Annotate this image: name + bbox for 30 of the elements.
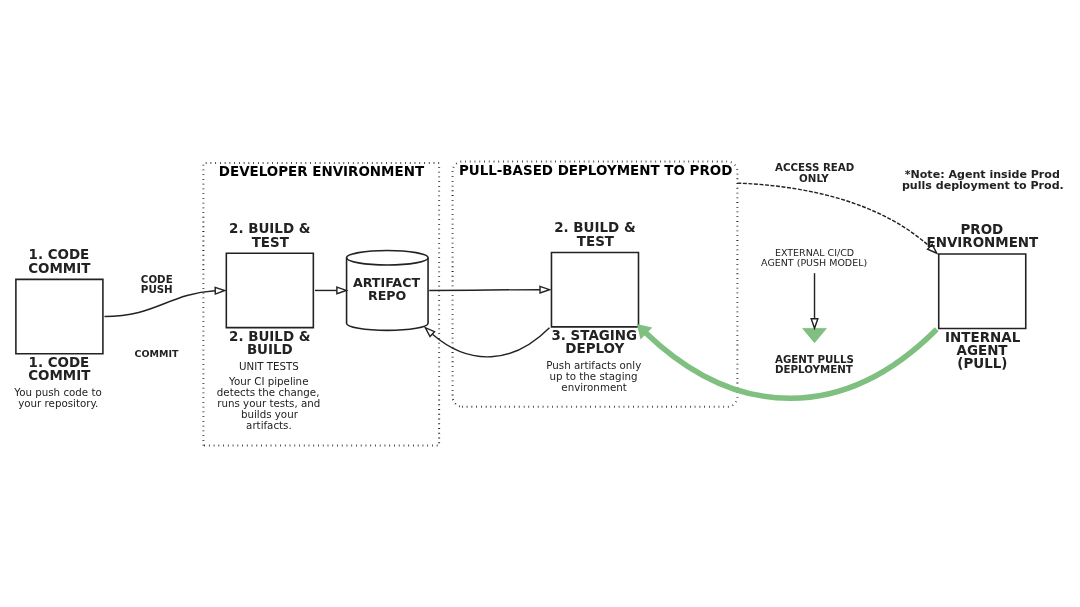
arrow xyxy=(314,286,349,295)
edge-label: ACCESS READ ONLY xyxy=(774,161,855,184)
edge-label: AGENT PULLS DEPLOYMENT xyxy=(774,352,854,376)
node-label: 1. CODE COMMIT xyxy=(28,247,91,276)
node-label: Your CI pipeline detects the change, runs your tests, and builds your artifacts. xyxy=(216,374,321,432)
node-box xyxy=(15,278,104,355)
node-label: PROD ENVIRONMENT xyxy=(926,221,1039,251)
node-label: INTERNAL AGENT (PULL) xyxy=(945,329,1021,372)
node-label: UNIT TESTS xyxy=(238,359,299,372)
arrow xyxy=(736,182,939,255)
label: *Note: Agent inside Prod pulls deployment to Prod. xyxy=(901,168,1064,193)
node-box xyxy=(550,251,640,328)
arrow xyxy=(428,285,552,294)
node-label: 1. CODE COMMIT xyxy=(28,354,91,384)
arrow xyxy=(423,326,551,358)
arrow xyxy=(636,323,939,401)
arrow xyxy=(103,286,227,318)
node-box xyxy=(225,252,315,329)
node-check xyxy=(802,328,827,344)
node-label: Push artifacts only up to the staging environment xyxy=(546,359,642,394)
node-box xyxy=(937,253,1027,330)
node-label: 2. BUILD & TEST xyxy=(229,221,311,250)
label: COMMIT xyxy=(134,347,179,359)
arrow xyxy=(810,272,819,331)
node-label: 2. BUILD & TEST xyxy=(554,220,636,249)
node-label: You push code to your repository. xyxy=(14,385,102,410)
edge-label: CODE PUSH xyxy=(140,272,173,296)
node-text: EXTERNAL CI/CD AGENT (PUSH MODEL) xyxy=(761,247,868,269)
node-label: 3. STAGING DEPLOY xyxy=(551,327,638,357)
node-label: 2. BUILD & BUILD xyxy=(229,328,311,358)
